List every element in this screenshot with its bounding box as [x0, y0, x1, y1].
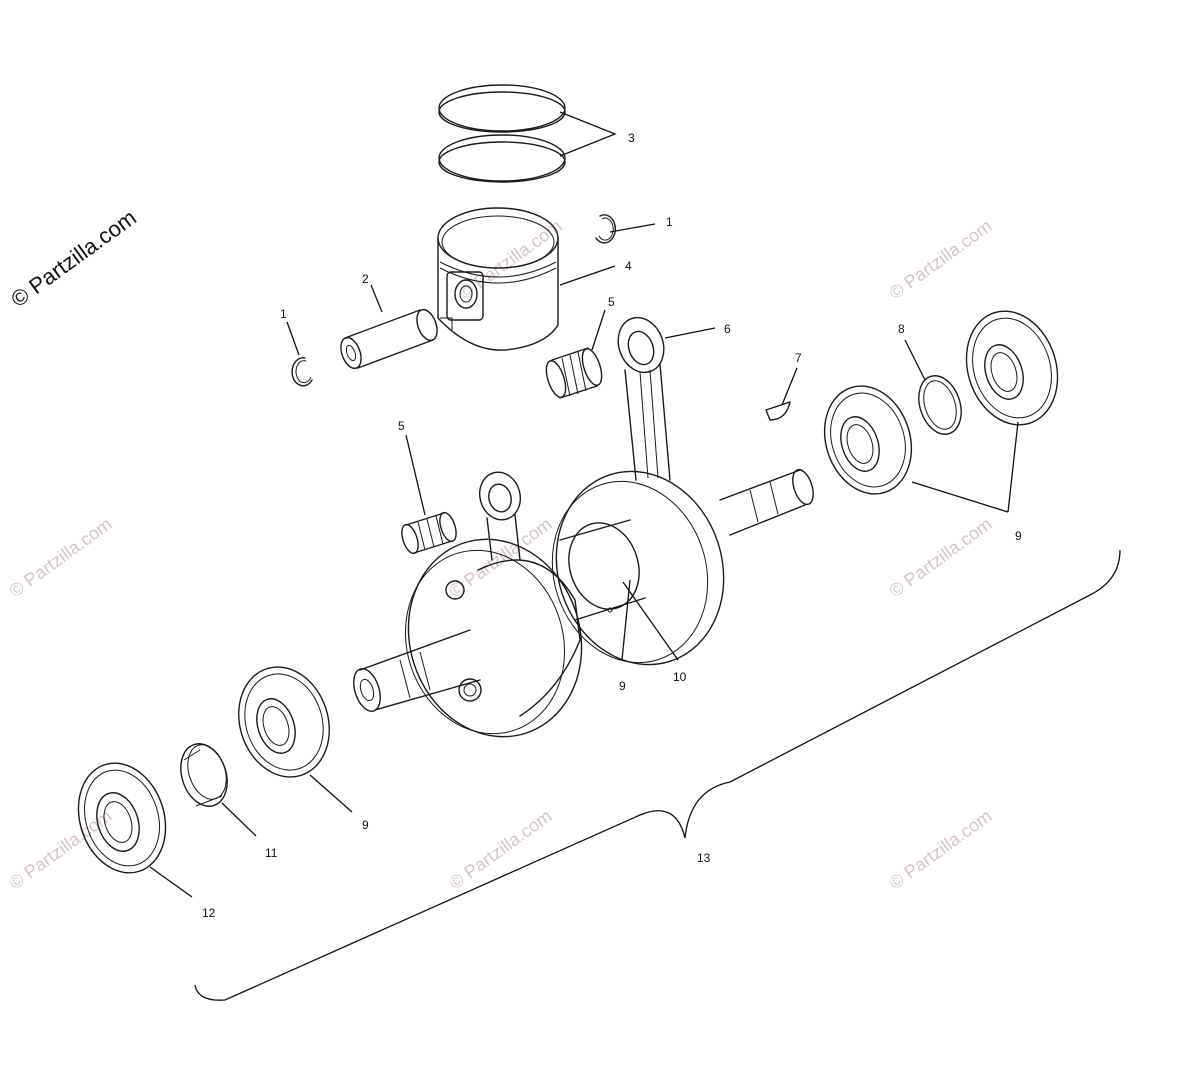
callout-1-lower: 1: [280, 307, 287, 321]
watermark-repeat: © Partzilla.com: [886, 806, 996, 893]
part-piston: [437, 207, 559, 351]
assembly-bracket: [194, 549, 1121, 1001]
part-needle-bearing-upper: [545, 347, 603, 399]
callout-12: 12: [202, 906, 216, 920]
leader-lines: [149, 111, 1019, 898]
callout-7: 7: [795, 351, 802, 365]
part-oil-seal: [77, 762, 167, 874]
watermark-repeat: © Partzilla.com: [886, 514, 996, 601]
callout-9-right: 9: [1015, 529, 1022, 543]
watermark-repeat: © Partzilla.com: [6, 514, 116, 601]
callout-8: 8: [898, 322, 905, 336]
watermarks: © Partzilla.com © Partzilla.com © Partzi…: [6, 205, 996, 894]
callout-6: 6: [724, 322, 731, 336]
part-wrist-pin: [340, 308, 438, 370]
part-bearing-right-inner: [823, 385, 913, 495]
part-circlip-upper: [595, 214, 617, 244]
part-woodruff-key: [765, 401, 791, 421]
callout-3: 3: [628, 131, 635, 145]
callout-2: 2: [362, 272, 369, 286]
part-spacer-ring: [180, 743, 228, 807]
callout-13: 13: [697, 851, 711, 865]
callout-11: 11: [265, 846, 278, 860]
watermark-repeat: © Partzilla.com: [456, 216, 566, 303]
watermark-repeat: © Partzilla.com: [446, 806, 556, 893]
callout-1-upper: 1: [666, 215, 673, 229]
callout-labels: 3 1 4 2 1 5 6 7 8 9 5 9 10 9 11 12 13: [202, 131, 1022, 920]
callout-10: 10: [673, 670, 687, 684]
part-connecting-rod: [617, 316, 671, 481]
callout-4: 4: [625, 259, 632, 273]
part-ring-right: [918, 375, 962, 435]
part-needle-bearing-lower: [401, 511, 457, 555]
callout-5-upper: 5: [608, 295, 615, 309]
callout-9-center: 9: [619, 679, 626, 693]
part-piston-rings: [438, 84, 566, 183]
watermark-main: © Partzilla.com: [6, 205, 141, 312]
part-crankshaft: [353, 468, 814, 738]
callout-5-lower: 5: [398, 419, 405, 433]
callout-9-left: 9: [362, 818, 369, 832]
part-circlip-lower: [291, 357, 313, 387]
watermark-repeat: © Partzilla.com: [886, 216, 996, 303]
part-bearing-left: [238, 666, 330, 778]
part-bearing-right-outer: [965, 310, 1059, 426]
